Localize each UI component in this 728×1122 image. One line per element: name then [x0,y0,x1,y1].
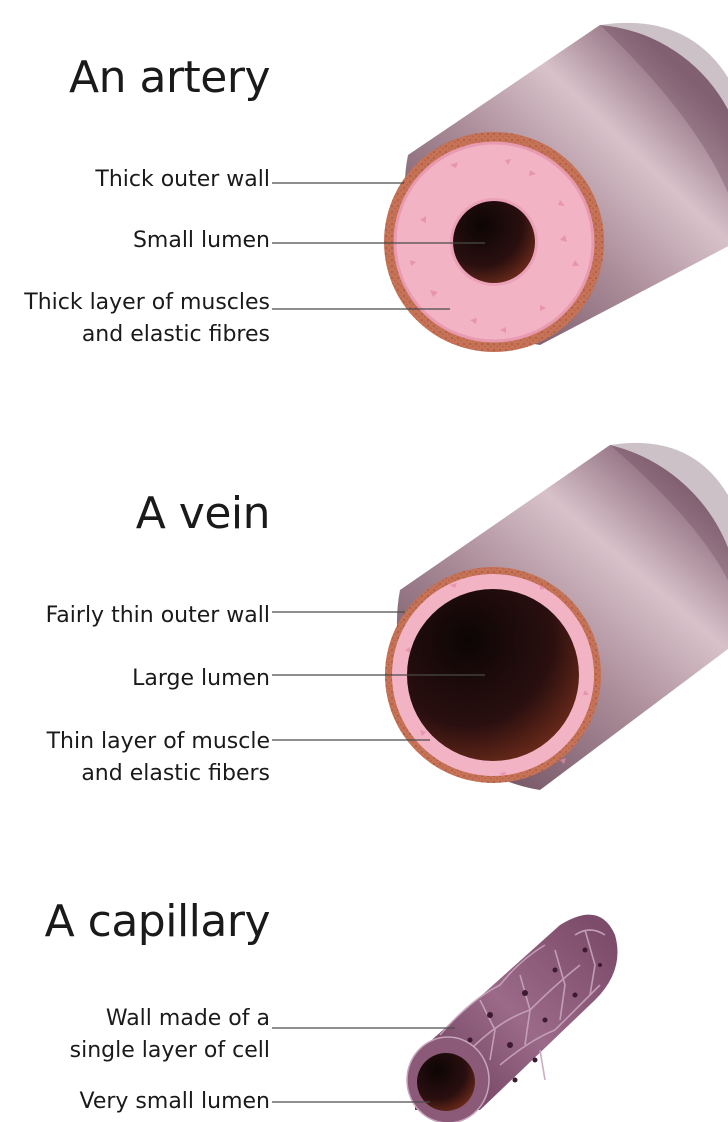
capillary-wall-label-line2: single layer of cell [70,1035,270,1067]
artery-muscle-label-line1: Thick layer of muscles [24,287,270,319]
artery-muscle-label-line2: and elastic fibres [24,319,270,351]
artery-lumen-label: Small lumen [133,225,270,257]
artery-lumen [453,201,535,283]
artery-title: An artery [69,56,270,100]
artery-outer-wall-label: Thick outer wall [95,164,270,196]
vein-outer-wall-label: Fairly thin outer wall [46,600,270,632]
vein-muscle-label-line2: and elastic fibers [47,758,270,790]
artery-illustration [384,23,728,352]
capillary-wall-label-line1: Wall made of a [70,1003,270,1035]
vein-title: A vein [136,492,270,536]
artery-muscle-label: Thick layer of muscles and elastic fibre… [24,287,270,351]
capillary-illustration [407,915,618,1122]
capillary-wall-label: Wall made of a single layer of cell [70,1003,270,1067]
vein-lumen-label: Large lumen [132,663,270,695]
capillary-title: A capillary [45,900,270,944]
capillary-lumen-label: Very small lumen [80,1086,271,1118]
vein-muscle-label-line1: Thin layer of muscle [47,726,270,758]
vein-illustration [385,443,728,790]
vein-muscle-label: Thin layer of muscle and elastic fibers [47,726,270,790]
